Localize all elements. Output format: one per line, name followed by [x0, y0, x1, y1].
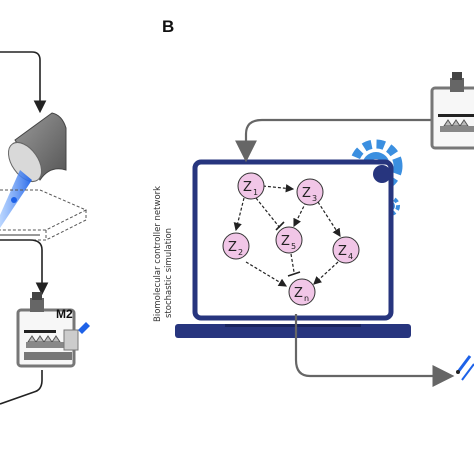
edge-z1-z2 — [233, 197, 245, 232]
laser-output-icon — [456, 355, 474, 381]
objective-lens-icon — [7, 112, 67, 183]
network-edges — [233, 184, 341, 287]
edge-z2-zn — [245, 261, 288, 287]
microscope-icon-right — [430, 72, 474, 150]
edge-z5-zn — [290, 253, 295, 273]
node-z4-sub: 4 — [348, 252, 353, 261]
edge-z3-z5 — [293, 201, 307, 228]
panel-a-return-line — [0, 370, 43, 405]
node-z5-label: Z — [281, 234, 290, 249]
node-zn-sub: n — [304, 294, 309, 303]
node-z4-label: Z — [338, 244, 347, 259]
edge-z1-z5-inhibit — [275, 221, 285, 231]
microscope-label: M2 — [56, 307, 73, 321]
edge-z1-z3 — [262, 184, 295, 193]
node-z2: Z 2 — [222, 232, 250, 260]
node-zn-label: Z — [294, 286, 303, 301]
node-z1: Z 1 — [237, 172, 265, 200]
node-zn: Z n — [288, 278, 316, 306]
laptop-caption: Biomolecular controller network stochast… — [153, 186, 174, 322]
node-z2-sub: 2 — [238, 248, 243, 257]
input-arrow — [235, 118, 474, 163]
laptop-base — [175, 324, 411, 338]
laser-spot — [11, 197, 17, 203]
laptop-hinge — [225, 324, 361, 327]
node-z3: Z 3 — [296, 178, 324, 206]
caption-line-1: Biomolecular controller network — [153, 186, 163, 322]
node-z1-sub: 1 — [253, 188, 258, 197]
panel-a-feedback-arrow-top — [0, 51, 47, 114]
caption-line-2: stochastic simulation — [164, 228, 174, 318]
edge-z1-z5 — [255, 197, 281, 229]
node-z3-label: Z — [302, 186, 311, 201]
panel-b-letter: B — [162, 17, 174, 36]
output-arrow — [294, 314, 455, 387]
microscope-icon — [16, 292, 90, 368]
node-z5-sub: 5 — [291, 242, 296, 251]
node-z2-label: Z — [228, 240, 237, 255]
edge-z5-zn-inhibit — [287, 271, 301, 277]
node-z3-sub: 3 — [312, 194, 317, 203]
network-nodes: Z 1 Z 3 Z 2 Z 5 Z 4 Z n — [222, 172, 360, 306]
node-z1-label: Z — [243, 180, 252, 195]
panel-a-arrow-to-microscope — [0, 239, 49, 296]
node-z5: Z 5 — [275, 226, 303, 254]
laptop-corner-dot — [373, 165, 391, 183]
panel-a: M2 — [0, 51, 90, 405]
edge-z4-zn — [313, 261, 339, 285]
node-z4: Z 4 — [332, 236, 360, 264]
edge-z3-z4 — [317, 201, 341, 238]
